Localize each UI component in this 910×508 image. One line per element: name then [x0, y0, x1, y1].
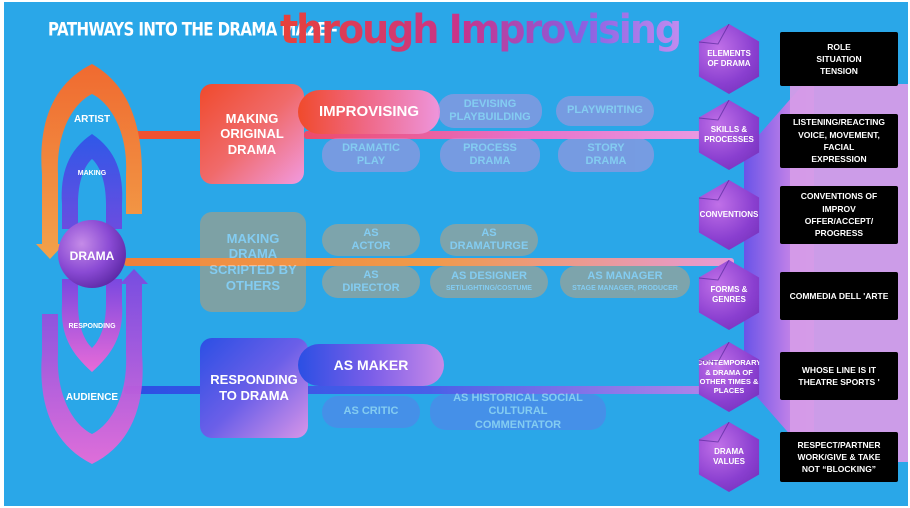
pill-as-dramaturge: AS DRAMATURGE	[440, 224, 538, 256]
box-responding-to-drama: RESPONDING TO DRAMA	[200, 338, 308, 438]
pill-dramatic-play: DRAMATIC PLAY	[322, 138, 420, 172]
as-manager-title: AS MANAGER	[587, 270, 663, 283]
as-designer-title: AS DESIGNER	[451, 270, 527, 283]
pill-as-director: AS DIRECTOR	[322, 266, 420, 298]
hex-forms-genres: FORMS & GENRES	[694, 260, 764, 330]
pill-playwriting: PLAYWRITING	[556, 96, 654, 126]
pill-as-manager: AS MANAGER STAGE MANAGER, PRODUCER	[560, 266, 690, 298]
hex-label: SKILLS & PROCESSES	[698, 100, 760, 170]
callout-respect-partner: RESPECT/PARTNER WORK/GIVE & TAKE NOT “BL…	[780, 432, 898, 482]
box-making-drama-scripted: MAKING DRAMA SCRIPTED BY OTHERS	[200, 212, 306, 312]
label-responding: RESPONDING	[68, 323, 116, 330]
callout-conventions-improv: CONVENTIONS OF IMPROV OFFER/ACCEPT/ PROG…	[780, 186, 898, 244]
label-making: MAKING	[77, 170, 107, 177]
hex-contemporary: CONTEMPORARY & DRAMA OF OTHER TIMES & PL…	[694, 342, 764, 412]
callout-listening-reacting: LISTENING/REACTING VOICE, MOVEMENT, FACI…	[780, 114, 898, 168]
label-artist: ARTIST	[73, 114, 111, 125]
box-improvising: IMPROVISING	[298, 90, 440, 134]
pill-as-designer: AS DESIGNER SET/LIGHTING/COSTUME	[430, 266, 548, 298]
hex-skills-processes: SKILLS & PROCESSES	[694, 100, 764, 170]
pill-story-drama: STORY DRAMA	[558, 138, 654, 172]
hex-label: ELEMENTS OF DRAMA	[698, 24, 760, 94]
box-making-original-drama: MAKING ORIGINAL DRAMA	[200, 84, 304, 184]
bar-row-1	[304, 131, 734, 139]
pill-as-actor: AS ACTOR	[322, 224, 420, 256]
as-manager-sub: STAGE MANAGER, PRODUCER	[572, 285, 678, 293]
label-audience: AUDIENCE	[65, 392, 119, 403]
pill-process-drama: PROCESS DRAMA	[440, 138, 540, 172]
hex-drama-values: DRAMA VALUES	[694, 422, 764, 492]
bar-row-2	[124, 258, 734, 266]
bar-row-3	[124, 386, 734, 394]
title-highlight: through Improvising	[280, 6, 682, 53]
callout-commedia: COMMEDIA DELL 'ARTE	[780, 272, 898, 320]
pill-as-historical-commentator: AS HISTORICAL SOCIAL CULTURAL COMMENTATO…	[430, 392, 606, 431]
callout-role-situation-tension: ROLE SITUATION TENSION	[780, 32, 898, 86]
box-as-maker: AS MAKER	[298, 344, 444, 386]
bar-row-1-left	[124, 131, 214, 139]
pill-as-critic: AS CRITIC	[322, 396, 420, 428]
diagram-canvas: PATHWAYS INTO THE DRAMA MAZE - through I…	[4, 2, 908, 506]
cycle-diagram	[36, 64, 148, 464]
callout-whose-line: WHOSE LINE IS IT THEATRE SPORTS '	[780, 352, 898, 400]
as-designer-sub: SET/LIGHTING/COSTUME	[446, 285, 532, 293]
label-drama: DRAMA	[69, 249, 115, 263]
title-main: PATHWAYS INTO THE DRAMA MAZE -	[48, 18, 337, 41]
hex-label: CONVENTIONS	[698, 180, 760, 250]
hex-elements-of-drama: ELEMENTS OF DRAMA	[694, 24, 764, 94]
pill-devising-playbuilding: DEVISING PLAYBUILDING	[438, 94, 542, 128]
hex-conventions: CONVENTIONS	[694, 180, 764, 250]
